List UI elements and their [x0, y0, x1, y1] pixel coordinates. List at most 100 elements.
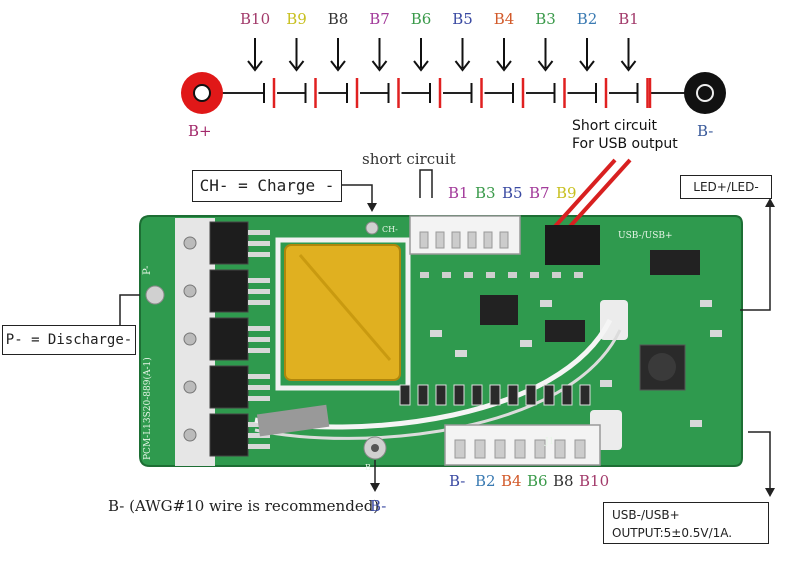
cell-arrow-head — [454, 60, 471, 72]
mosfet-pin — [248, 241, 270, 246]
p-minus-hole — [145, 285, 165, 305]
cell-label-b1: B1 — [618, 10, 639, 28]
smd-part — [508, 272, 517, 278]
yellow-capacitor-mark — [298, 254, 392, 361]
resistor — [435, 384, 447, 406]
cell-symbols — [247, 38, 652, 108]
mosfet-pin — [248, 300, 270, 305]
bottom-bminus-label: B- — [370, 497, 387, 515]
b-minus-pad-center — [371, 444, 379, 452]
usb-arrow — [765, 488, 775, 497]
pcb-p-label: P- — [142, 265, 153, 275]
top-conn-labels-b7: B7 — [529, 184, 550, 202]
inductor-core — [648, 353, 676, 381]
cell-arrow-head — [537, 60, 554, 72]
cell-label-b8: B8 — [327, 10, 349, 28]
top-conn-labels-b3: B3 — [475, 184, 496, 202]
mosfet — [209, 413, 249, 457]
smd-part — [552, 272, 561, 278]
smd-component — [700, 300, 712, 307]
usb-leader — [748, 431, 771, 490]
bottom-conn-labels-b8: B8 — [553, 472, 574, 490]
bottom-note: B- (AWG#10 wire is recommended) — [108, 497, 380, 515]
mosfet-pin — [248, 374, 270, 379]
cell-arrow-head — [620, 60, 637, 72]
mosfet-pin — [248, 252, 270, 257]
bottom-connector-pin — [514, 439, 526, 459]
resistor — [399, 384, 411, 406]
resistor — [561, 384, 573, 406]
bottom-connector-pin — [534, 439, 546, 459]
smd-component — [430, 330, 442, 337]
b-minus-terminal-hole — [696, 84, 714, 102]
bottom-connector-pin — [454, 439, 466, 459]
short-circuit-label: short circuit — [362, 150, 456, 168]
top-connector-pin — [451, 231, 461, 249]
mosfet-pin — [248, 230, 270, 235]
smd-component — [455, 350, 467, 357]
bottom-conn-labels-b10: B10 — [579, 472, 610, 490]
resistor — [471, 384, 483, 406]
charge-leader — [340, 184, 373, 205]
mosfet — [209, 317, 249, 361]
cell-label-b7: B7 — [369, 10, 390, 28]
yellow-capacitor — [284, 244, 401, 381]
ch-minus-pad — [365, 221, 379, 235]
usb-short-line1: Short circuit — [572, 118, 658, 134]
mosfet-pin — [248, 396, 270, 401]
led-box: LED+/LED- — [680, 175, 772, 199]
mosfet-pin — [248, 444, 270, 449]
mosfet-pin — [248, 337, 270, 342]
mosfet-hole — [183, 428, 197, 442]
cell-arrow-head — [330, 60, 346, 72]
mosfet-hole — [183, 236, 197, 250]
usb-short-line2: For USB output — [572, 136, 678, 152]
bottom-conn-labels-b6: B6 — [527, 472, 548, 490]
smd-component — [520, 340, 532, 347]
cell-arrow-head — [579, 60, 595, 72]
pcb-ch-label: CH- — [382, 225, 398, 234]
smd-part — [530, 272, 539, 278]
top-conn-labels-b1: B1 — [448, 184, 469, 202]
bottom-connector-pin — [474, 439, 486, 459]
cell-arrow-head — [247, 60, 263, 72]
top-connector-pin — [483, 231, 493, 249]
red-wire-2 — [563, 158, 632, 234]
pcb-usb-label: USB-/USB+ — [618, 231, 673, 241]
usb-box-line2: OUTPUT:5±0.5V/1A. — [612, 526, 733, 540]
usb-short-circuit-note: Short circuit For USB output — [572, 117, 678, 153]
resistor — [489, 384, 501, 406]
mosfet — [209, 221, 249, 265]
bottom-connector-pin — [494, 439, 506, 459]
relay-frame — [275, 237, 411, 391]
cell-label-b2: B2 — [576, 10, 598, 28]
b-minus-label: B- — [697, 122, 714, 140]
bottom-conn-labels-b4: B4 — [501, 472, 522, 490]
bottom-conn-labels-b-: B- — [449, 472, 466, 490]
resistor — [417, 384, 429, 406]
schematic-svg — [181, 38, 726, 114]
usb-box-line1: USB-/USB+ — [612, 508, 680, 522]
smd-part — [574, 272, 583, 278]
bottom-connector-pin — [574, 439, 586, 459]
pcb-bminus-label: B- — [365, 463, 374, 472]
thermistor — [256, 404, 330, 437]
smd-part — [486, 272, 495, 278]
discharge-box: P- = Discharge- — [2, 325, 136, 355]
cell-label-b3: B3 — [535, 10, 556, 28]
cell-arrow-head — [413, 60, 429, 72]
resistor — [507, 384, 519, 406]
cell-label-b5: B5 — [452, 10, 473, 28]
bottom-connector-pin — [554, 439, 566, 459]
top-conn-labels-b5: B5 — [502, 184, 523, 202]
top-connector-pin — [435, 231, 445, 249]
top-connector-pin — [467, 231, 477, 249]
header-block — [545, 225, 600, 265]
usb-box: USB-/USB+ OUTPUT:5±0.5V/1A. — [603, 502, 769, 544]
smd-component — [690, 420, 702, 427]
smd-part — [420, 272, 429, 278]
resistor — [453, 384, 465, 406]
mosfet — [209, 365, 249, 409]
top-connector-pin — [499, 231, 509, 249]
